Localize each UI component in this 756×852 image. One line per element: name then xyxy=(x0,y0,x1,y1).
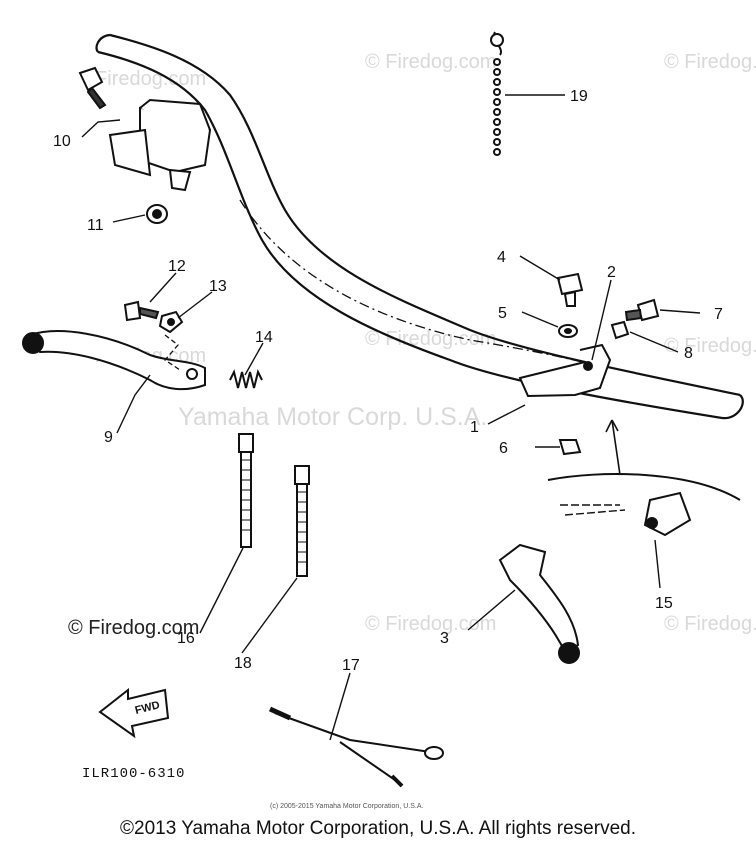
lever-3 xyxy=(498,543,580,664)
fwd-arrow-icon: FWD xyxy=(98,687,170,739)
callout-19: 19 xyxy=(570,88,588,105)
spring-14-icon xyxy=(229,369,263,389)
screw-7-icon xyxy=(624,298,660,322)
chain-19 xyxy=(490,31,504,156)
callout-18: 18 xyxy=(234,655,252,672)
diagram-code: ILR100-6310 xyxy=(82,766,185,782)
watermark-firedog: © Firedog.com xyxy=(664,335,756,357)
callout-12: 12 xyxy=(168,258,186,275)
callout-17: 17 xyxy=(342,657,360,674)
footer-copyright: ©2013 Yamaha Motor Corporation, U.S.A. A… xyxy=(120,818,636,839)
fwd-label: FWD xyxy=(134,699,161,717)
nut-11-icon xyxy=(146,204,168,224)
left-switch-housing xyxy=(108,98,212,192)
callout-15: 15 xyxy=(655,595,673,612)
callout-3: 3 xyxy=(440,630,449,647)
nut-13-icon xyxy=(158,310,184,334)
watermark-firedog: © Firedog.com xyxy=(365,328,496,350)
nut-6-icon xyxy=(558,439,582,456)
callout-11: 11 xyxy=(87,217,104,234)
callout-5: 5 xyxy=(498,305,507,322)
callout-9: 9 xyxy=(104,429,113,446)
watermark-yamaha: Yamaha Motor Corp. U.S.A. xyxy=(178,403,487,431)
small-copyright: (c) 2005-2015 Yamaha Motor Corporation, … xyxy=(270,803,423,810)
watermark-firedog: © Firedog.com xyxy=(664,613,756,635)
callout-14: 14 xyxy=(255,329,273,346)
bolt-4-icon xyxy=(556,272,584,307)
callout-13: 13 xyxy=(209,278,227,295)
callout-16: 16 xyxy=(177,630,195,647)
callout-6: 6 xyxy=(499,440,508,457)
lever-9 xyxy=(22,330,206,391)
watermark-lower-left: © Firedog.com xyxy=(68,617,199,639)
leader-lines xyxy=(81,94,701,741)
lever-bracket-1 xyxy=(518,343,612,398)
callout-7: 7 xyxy=(714,306,723,323)
callout-4: 4 xyxy=(497,249,506,266)
callout-2: 2 xyxy=(607,264,616,281)
cable-tie-18 xyxy=(294,465,310,577)
screw-12-icon xyxy=(123,300,160,322)
watermark-firedog: © Firedog.com xyxy=(365,51,496,73)
watermark-firedog: © Firedog.com xyxy=(664,51,756,73)
callout-8: 8 xyxy=(684,345,693,362)
wire-17 xyxy=(268,706,444,788)
washer-5-icon xyxy=(558,324,578,338)
callout-1: 1 xyxy=(470,419,479,436)
cable-tie-16 xyxy=(238,433,254,548)
leader-dash xyxy=(164,334,181,371)
watermark-firedog: Firedog.com xyxy=(95,68,206,90)
callout-10: 10 xyxy=(53,133,71,150)
bolt-10-icon xyxy=(78,66,107,110)
switch-15-inset xyxy=(547,419,741,537)
watermark-firedog: © Firedog.com xyxy=(365,613,496,635)
nut-8-icon xyxy=(610,320,630,340)
callout-labels: 2 4 5 7 8 1 6 10 11 12 13 14 9 19 15 3 1… xyxy=(53,88,723,674)
